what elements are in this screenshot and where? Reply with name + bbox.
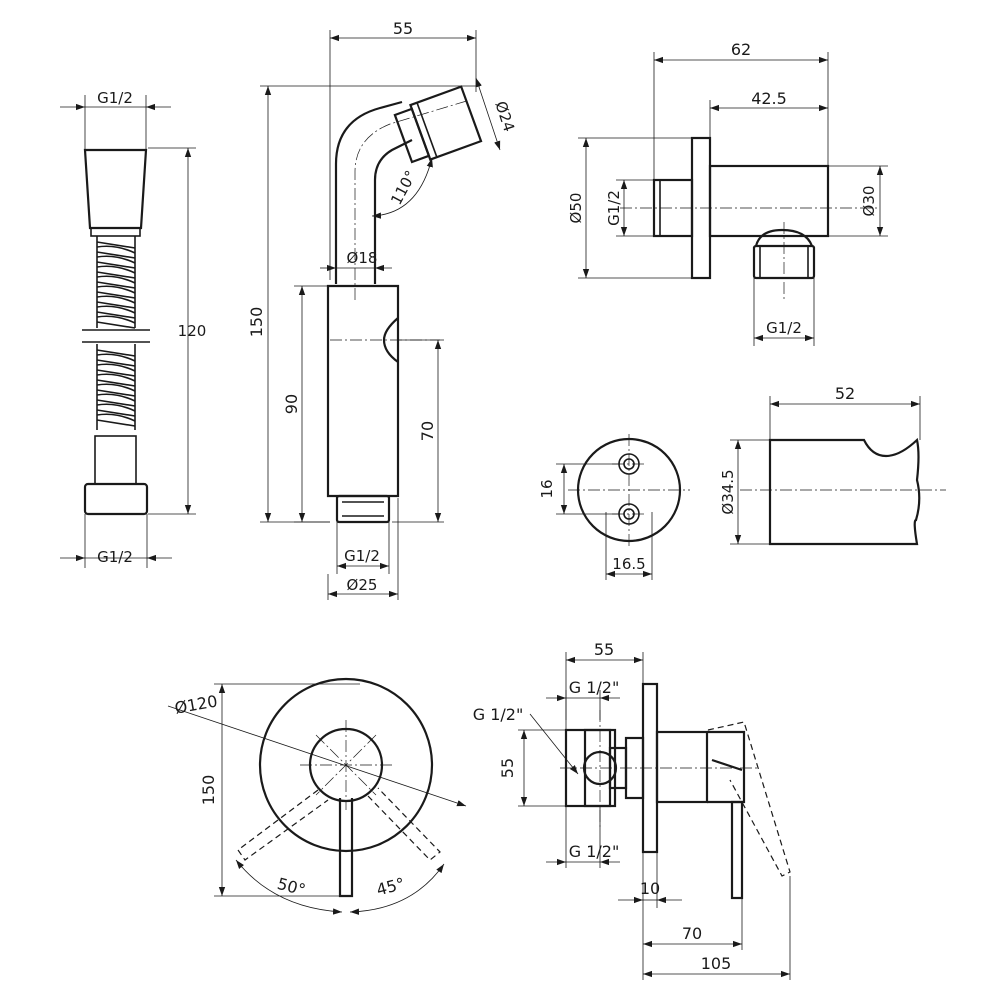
hose-top-nut [83,148,148,230]
valve-width-label: 55 [594,640,614,659]
mixer-front-view: Ø120 150 50° 45° [167,677,467,915]
handshower-neck-outer [334,100,403,284]
valve-port-top-label: G 1/2" [569,678,620,697]
handshower-body [326,284,400,498]
holder-depth-label: 52 [835,384,855,403]
wall-elbow-view: 62 42.5 Ø50 G1/2 Ø30 G1/2 [567,40,888,346]
handshower-button-height-label: 70 [418,421,437,441]
valve-side-view: 55 G 1/2" G 1/2" 55 G 1/2" 10 70 [473,640,791,980]
valve-lever-tilted [707,721,791,877]
elbow-body-depth-label: 42.5 [751,89,787,108]
valve-total-depth-label: 105 [701,954,732,973]
valve-knob-body [655,730,709,804]
handshower-thread-label: G1/2 [344,547,380,565]
hose-bottom-nut [83,482,149,516]
valve-knob-end [707,730,746,804]
hose-top-ferrule [90,227,141,237]
hose-length-label: 120 [178,322,207,340]
hose-lower-spiral [96,344,136,430]
valve-lever-depth-label: 70 [682,924,702,943]
holder-hole-spacing-label: 16 [538,479,556,498]
handshower-body-height-label: 90 [282,394,301,414]
handshower-angle-label: 110° [387,167,420,207]
handshower-neck-dia-label: Ø18 [347,249,378,267]
hose-bottom-thread-label: G1/2 [97,548,133,566]
mixer-cover-plate [258,677,434,853]
holder-side-view: 52 Ø34.5 [719,384,946,546]
holder-front-view: 16 16.5 [538,434,690,580]
elbow-depth-label: 62 [731,40,751,59]
mixer-lever [338,798,354,898]
hose-upper-spiral [96,236,136,329]
hose-view: G1/2 120 G1/2 [60,89,206,568]
elbow-body-dia-label: Ø30 [860,186,878,217]
valve-plate-offset-label: 10 [640,879,660,898]
handshower-width-label: 55 [393,19,413,38]
handshower-button [382,317,399,363]
mixer-plate-dia-label: Ø120 [173,691,219,717]
holder-dia-label: Ø34.5 [719,469,737,514]
elbow-body [708,164,830,238]
hose-top-thread-label: G1/2 [97,89,133,107]
holder-side-outline [768,437,921,546]
holder-width-label: 16.5 [612,555,645,573]
valve-port-side-label: G 1/2" [473,705,524,724]
handshower-view: 55 Ø24 110° Ø18 150 90 70 G1/2 [247,19,518,600]
valve-port-bottom-label: G 1/2" [569,842,620,861]
handshower-thread-end [335,494,391,524]
valve-lever [730,800,744,900]
mixer-angle-right-label: 45° [374,874,406,900]
elbow-outlet-neck [754,228,814,247]
handshower-head-dia-label: Ø24 [491,99,518,134]
elbow-flange-dia-label: Ø50 [567,193,585,224]
mixer-lever-right-position [367,787,441,861]
handshower-height-label: 150 [247,307,266,338]
valve-height-label: 55 [498,758,517,778]
mixer-plate-height-label: 150 [199,775,218,806]
elbow-thread-out-label: G1/2 [766,319,802,337]
elbow-thread-in-label: G1/2 [605,190,623,226]
handshower-head [393,85,483,164]
mixer-lever-left-position [237,789,329,861]
handshower-body-dia-label: Ø25 [347,576,378,594]
handshower-neck-inner [373,139,413,284]
hose-bottom-ferrule [94,435,137,485]
